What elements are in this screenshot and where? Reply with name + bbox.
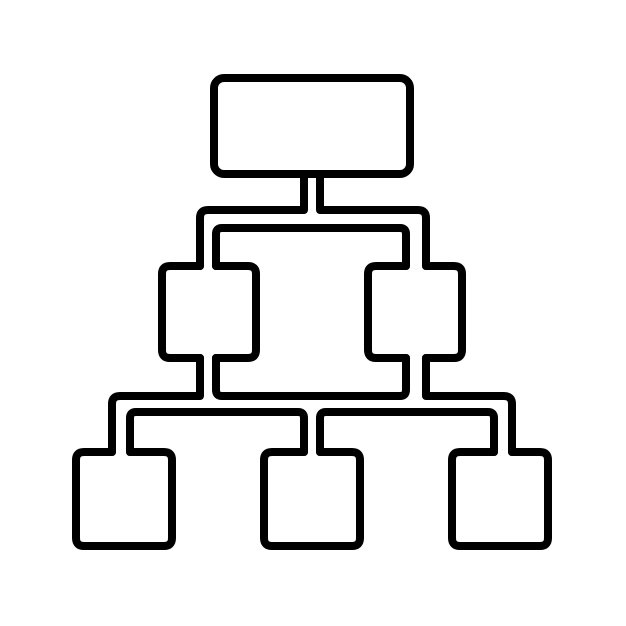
bottom-left-node <box>72 448 176 550</box>
middle-left-node <box>158 262 260 362</box>
bottom-connector-left <box>108 354 204 456</box>
bottom-middle-node <box>260 448 364 550</box>
mid-frame-lower <box>212 354 410 400</box>
top-connector-outer <box>196 170 308 270</box>
bottom-right-node <box>448 448 552 550</box>
mid-frame-inner <box>212 224 410 270</box>
bottom-connector-inner <box>126 408 498 456</box>
bottom-connector-right <box>422 354 516 456</box>
middle-right-node <box>364 262 466 362</box>
top-node <box>210 74 414 178</box>
top-connector-outer-right <box>316 170 430 270</box>
